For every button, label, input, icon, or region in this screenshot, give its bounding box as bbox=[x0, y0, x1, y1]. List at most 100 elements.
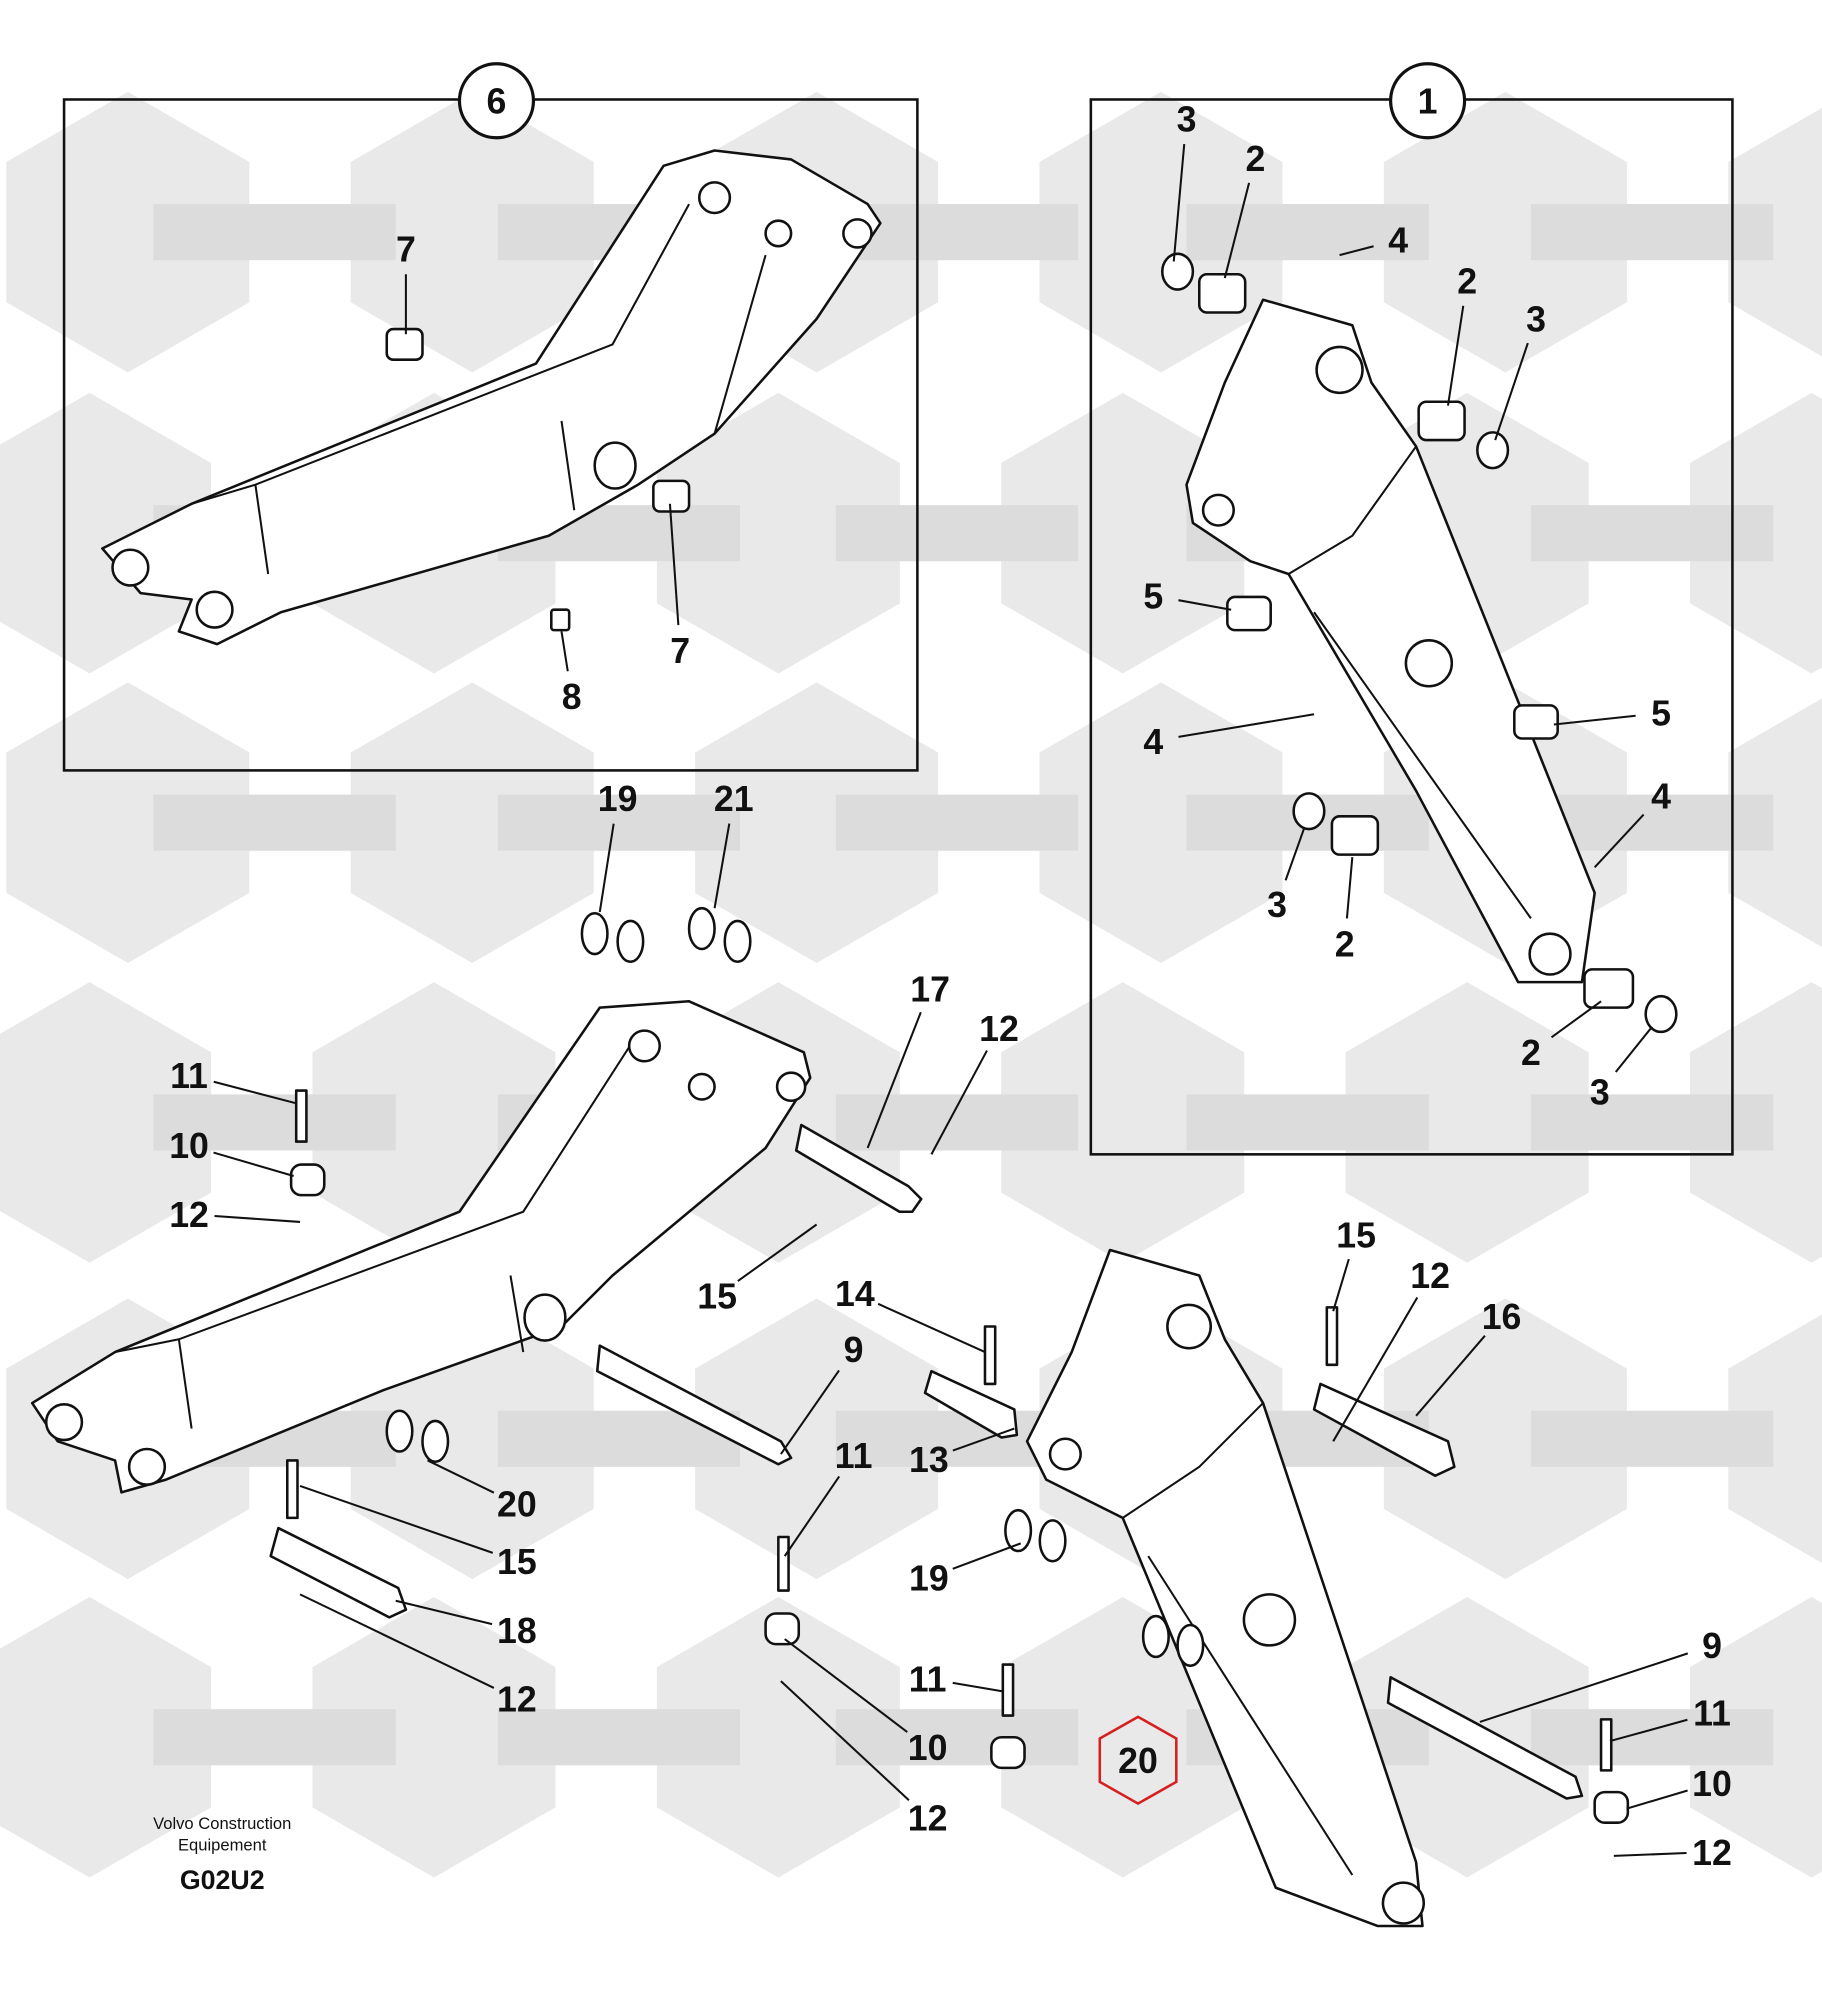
watermark-hexagon bbox=[1383, 91, 1627, 373]
callout-15[interactable]: 15 bbox=[697, 1277, 737, 1317]
callout-19[interactable]: 19 bbox=[598, 779, 638, 819]
callout-20[interactable]: 20 bbox=[497, 1485, 537, 1525]
pins bbox=[269, 906, 1630, 1824]
callout-15[interactable]: 15 bbox=[1336, 1215, 1376, 1255]
leader-line bbox=[1178, 599, 1232, 611]
leader-line bbox=[395, 1599, 493, 1626]
callout-11[interactable]: 11 bbox=[909, 1659, 947, 1699]
callout-3[interactable]: 3 bbox=[1526, 300, 1546, 340]
callout-13[interactable]: 13 bbox=[909, 1440, 949, 1480]
watermark-band bbox=[497, 1709, 741, 1766]
callout-3[interactable]: 3 bbox=[1177, 99, 1197, 139]
watermark-band bbox=[1186, 204, 1429, 261]
callout-2[interactable]: 2 bbox=[1521, 1033, 1541, 1073]
leader-line bbox=[1332, 1258, 1350, 1312]
watermark-hexagon bbox=[1345, 982, 1589, 1263]
callout-3[interactable]: 3 bbox=[1590, 1073, 1610, 1113]
watermark-band bbox=[153, 794, 396, 851]
leader-line bbox=[1446, 305, 1465, 406]
watermark-hexagon bbox=[1001, 392, 1245, 674]
callout-14[interactable]: 14 bbox=[835, 1274, 875, 1314]
boom-main bbox=[1025, 1248, 1426, 1928]
leader-line bbox=[1613, 1852, 1687, 1857]
callout-11[interactable]: 11 bbox=[170, 1056, 208, 1096]
leader-line bbox=[1550, 1000, 1602, 1039]
callout-4[interactable]: 4 bbox=[1388, 221, 1408, 261]
drawing-code: G02U2 bbox=[180, 1865, 265, 1895]
leader-line bbox=[952, 1542, 1022, 1570]
watermark-band bbox=[835, 794, 1079, 851]
callout-7[interactable]: 7 bbox=[396, 229, 416, 269]
leader-line bbox=[1332, 1297, 1419, 1442]
callout-12[interactable]: 12 bbox=[1410, 1256, 1450, 1296]
callout-12[interactable]: 12 bbox=[1692, 1833, 1732, 1873]
callout-16[interactable]: 16 bbox=[1482, 1297, 1522, 1337]
watermark-hexagon bbox=[1728, 107, 1822, 357]
watermark-hexagon bbox=[0, 982, 212, 1263]
watermark-hexagon bbox=[312, 1596, 556, 1878]
callout-18[interactable]: 18 bbox=[497, 1611, 537, 1651]
leader-line bbox=[930, 1050, 988, 1155]
callout-3[interactable]: 3 bbox=[1267, 885, 1287, 925]
callout-2[interactable]: 2 bbox=[1457, 261, 1477, 301]
callout-7[interactable]: 7 bbox=[670, 631, 690, 671]
leader-line bbox=[1345, 857, 1354, 919]
inset-badge-1[interactable]: 1 bbox=[1388, 62, 1467, 140]
leader-line bbox=[1178, 713, 1315, 738]
leader-line bbox=[780, 1369, 840, 1455]
callout-9[interactable]: 9 bbox=[1702, 1626, 1722, 1666]
watermark-hexagon bbox=[1001, 982, 1245, 1263]
watermark-hexagon bbox=[656, 392, 900, 674]
callout-12[interactable]: 12 bbox=[979, 1009, 1019, 1049]
watermark-hexagon bbox=[1728, 1314, 1822, 1564]
leader-line bbox=[780, 1680, 910, 1801]
leader-line bbox=[866, 1011, 922, 1149]
callout-9[interactable]: 9 bbox=[844, 1330, 864, 1370]
callout-10[interactable]: 10 bbox=[908, 1728, 948, 1768]
watermark-hexagon bbox=[1383, 1298, 1627, 1580]
callout-4[interactable]: 4 bbox=[1651, 777, 1671, 817]
callout-10[interactable]: 10 bbox=[1692, 1764, 1732, 1804]
watermark-band bbox=[1186, 1094, 1429, 1151]
leader-lines bbox=[213, 143, 1689, 1857]
watermark-band bbox=[497, 794, 741, 851]
watermark-band bbox=[1530, 505, 1774, 562]
leader-line bbox=[1223, 182, 1251, 279]
inset-number: 1 bbox=[1418, 82, 1438, 122]
callout-15[interactable]: 15 bbox=[497, 1542, 537, 1582]
callout-11[interactable]: 11 bbox=[835, 1436, 873, 1476]
watermark-band bbox=[835, 505, 1079, 562]
callout-12[interactable]: 12 bbox=[169, 1195, 209, 1235]
callout-12[interactable]: 12 bbox=[497, 1680, 537, 1720]
callout-21[interactable]: 21 bbox=[714, 779, 754, 819]
footer-manufacturer-line2: Equipement bbox=[178, 1836, 267, 1855]
watermark-band bbox=[1530, 204, 1774, 261]
leader-line bbox=[668, 503, 680, 626]
watermark-hexagon bbox=[1039, 682, 1283, 964]
callout-10[interactable]: 10 bbox=[169, 1126, 209, 1166]
callout-11[interactable]: 11 bbox=[1693, 1694, 1731, 1734]
watermark-band bbox=[835, 1094, 1079, 1151]
leader-line bbox=[427, 1459, 495, 1494]
leader-line bbox=[952, 1681, 1004, 1693]
callout-12[interactable]: 12 bbox=[908, 1798, 948, 1838]
callout-2[interactable]: 2 bbox=[1245, 139, 1265, 179]
callout-17[interactable]: 17 bbox=[910, 969, 950, 1009]
leader-line bbox=[1614, 1026, 1653, 1073]
inset-badge-6[interactable]: 6 bbox=[457, 62, 536, 140]
leader-line bbox=[784, 1638, 908, 1733]
callout-19[interactable]: 19 bbox=[909, 1559, 949, 1599]
inset-number: 6 bbox=[487, 82, 507, 122]
watermark-hexagon bbox=[695, 1298, 939, 1580]
callout-5[interactable]: 5 bbox=[1651, 694, 1671, 734]
callout-2[interactable]: 2 bbox=[1335, 925, 1355, 965]
highlighted-callout-20[interactable]: 20 bbox=[1098, 1715, 1178, 1806]
callout-4[interactable]: 4 bbox=[1143, 722, 1163, 762]
callout-5[interactable]: 5 bbox=[1143, 576, 1163, 616]
watermark-hexagon bbox=[1728, 698, 1822, 947]
watermark-hexagon bbox=[6, 682, 250, 964]
watermark-band bbox=[1530, 1094, 1774, 1151]
arm-main bbox=[30, 999, 812, 1494]
callout-8[interactable]: 8 bbox=[562, 677, 582, 717]
